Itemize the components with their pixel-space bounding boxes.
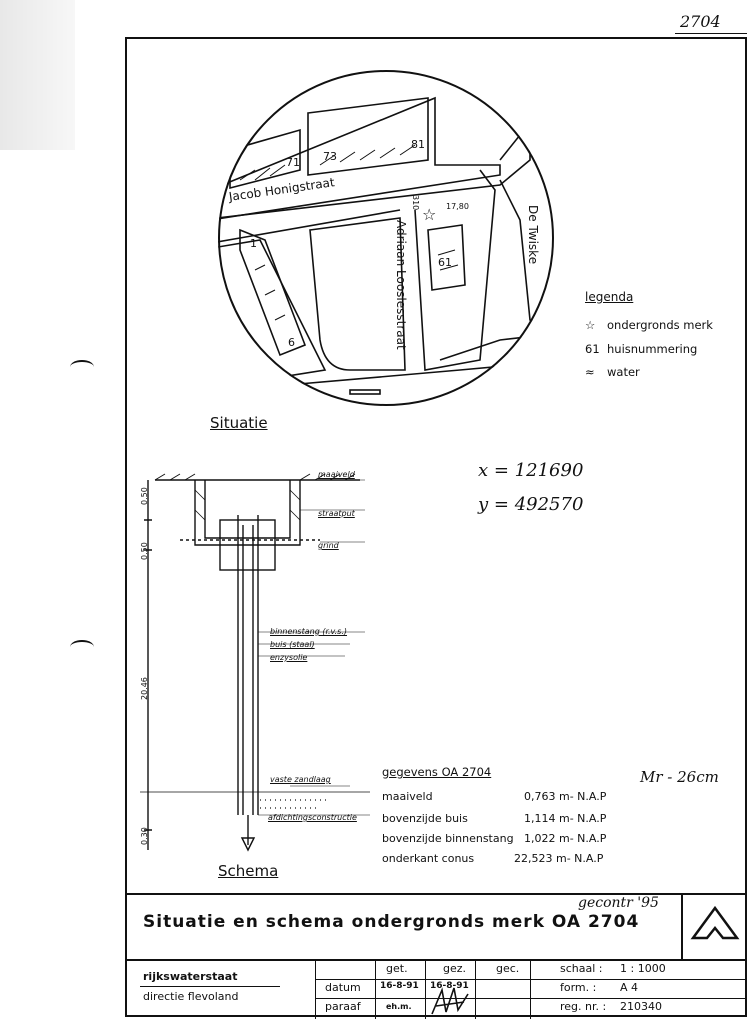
label-binnenstang: binnenstang (r.v.s.) xyxy=(270,627,348,636)
label-enzysolie: enzysolie xyxy=(270,653,308,662)
label-maaiveld: maaiveld xyxy=(318,470,355,479)
legend-title: legenda xyxy=(585,290,634,304)
mr-note: Mr - 26cm xyxy=(640,768,719,786)
gegevens-row: bovenzijde buis 1,114 m- N.A.P xyxy=(382,812,607,825)
building-1-6 xyxy=(239,228,307,357)
house-number-1: 1 xyxy=(250,237,257,250)
col-divider xyxy=(375,961,376,1019)
dept-name: directie flevoland xyxy=(143,990,239,1003)
row-divider xyxy=(530,998,747,999)
drawing-title: Situatie en schema ondergronds merk OA 2… xyxy=(143,912,640,932)
get-paraaf: eh.m. xyxy=(386,1002,412,1011)
get-date: 16-8-91 xyxy=(380,981,419,991)
row-divider xyxy=(315,998,530,999)
house-number-81: 81 xyxy=(411,138,425,151)
page-number-underline xyxy=(675,33,747,34)
label-buis: buis (staal) xyxy=(270,640,315,649)
col-divider xyxy=(530,961,531,1019)
marker-code: 310 xyxy=(411,195,420,211)
schaal-label: schaal : xyxy=(560,962,603,975)
dim-3: 20.46 xyxy=(140,677,149,700)
gegevens-row: bovenzijde binnenstang 1,022 m- N.A.P xyxy=(382,832,607,845)
title-box xyxy=(125,893,747,959)
punch-hole-top xyxy=(70,360,94,374)
datum-label: datum xyxy=(325,981,361,994)
row-divider xyxy=(315,979,530,980)
star-icon: ☆ xyxy=(422,205,436,224)
label-straatput: straatput xyxy=(318,509,355,518)
reg-label: reg. nr. : xyxy=(560,1000,607,1013)
house-number-73: 73 xyxy=(323,150,337,163)
schaal-value: 1 : 1000 xyxy=(620,962,666,975)
star-icon: ☆ xyxy=(585,318,596,332)
page-number: 2704 xyxy=(680,12,721,31)
street-twiske: De Twiske xyxy=(526,205,540,265)
schema-heading: Schema xyxy=(218,862,279,880)
water-icon: ≈ xyxy=(585,365,595,379)
legend-item-star: ☆ondergronds merk xyxy=(585,318,713,332)
label-afdichting: afdichtingsconstructie xyxy=(268,813,357,822)
coord-x: x = 121690 xyxy=(478,460,584,481)
rws-logo-icon xyxy=(690,905,740,940)
label-zandlaag: vaste zandlaag xyxy=(270,775,331,784)
paraaf-label: paraaf xyxy=(325,1000,361,1013)
gecontr-note: gecontr '95 xyxy=(578,895,659,911)
get-header: get. xyxy=(386,962,408,975)
house-number-71: 71 xyxy=(286,156,300,169)
col-divider xyxy=(475,961,476,1019)
house-number-6: 6 xyxy=(288,336,295,349)
gegevens-row: maaiveld 0,763 m- N.A.P xyxy=(382,790,607,803)
dim-2: 0.50 xyxy=(140,542,149,560)
house-number-61: 61 xyxy=(438,256,452,269)
legend-item-water: ≈water xyxy=(585,365,640,379)
building-73-81 xyxy=(307,97,429,176)
col-divider xyxy=(425,961,426,1019)
marker-value: 17,80 xyxy=(446,202,469,211)
footer-table xyxy=(125,959,747,1019)
reg-value: 210340 xyxy=(620,1000,662,1013)
col-divider xyxy=(315,961,316,1019)
punch-hole-bottom xyxy=(70,640,94,654)
situation-map: ☆ xyxy=(218,70,554,406)
drawing-frame xyxy=(125,37,747,1017)
row-divider xyxy=(530,979,747,980)
gegevens-row: onderkant conus 22,523 m- N.A.P xyxy=(382,852,604,865)
gez-header: gez. xyxy=(443,962,467,975)
building-61 xyxy=(427,224,466,291)
org-name: rijkswaterstaat xyxy=(143,970,238,983)
street-adriaan: Adriaan Looslesstraat xyxy=(394,220,408,350)
schema-drawing xyxy=(140,473,370,852)
house-number-icon: 61 xyxy=(585,342,600,356)
form-value: A 4 xyxy=(620,981,639,994)
dim-1: 0.50 xyxy=(140,487,149,505)
org-underline xyxy=(140,986,280,987)
form-label: form. : xyxy=(560,981,597,994)
situatie-heading: Situatie xyxy=(210,414,268,432)
gez-signature xyxy=(431,987,469,1015)
scan-artifact xyxy=(0,0,75,150)
logo-box xyxy=(681,893,747,959)
coord-y: y = 492570 xyxy=(478,494,584,515)
gegevens-title: gegevens OA 2704 xyxy=(382,765,492,779)
dim-4: 0.30 xyxy=(140,827,149,845)
gec-header: gec. xyxy=(496,962,520,975)
gez-date: 16-8-91 xyxy=(430,981,469,991)
label-grind: grind xyxy=(318,541,339,550)
